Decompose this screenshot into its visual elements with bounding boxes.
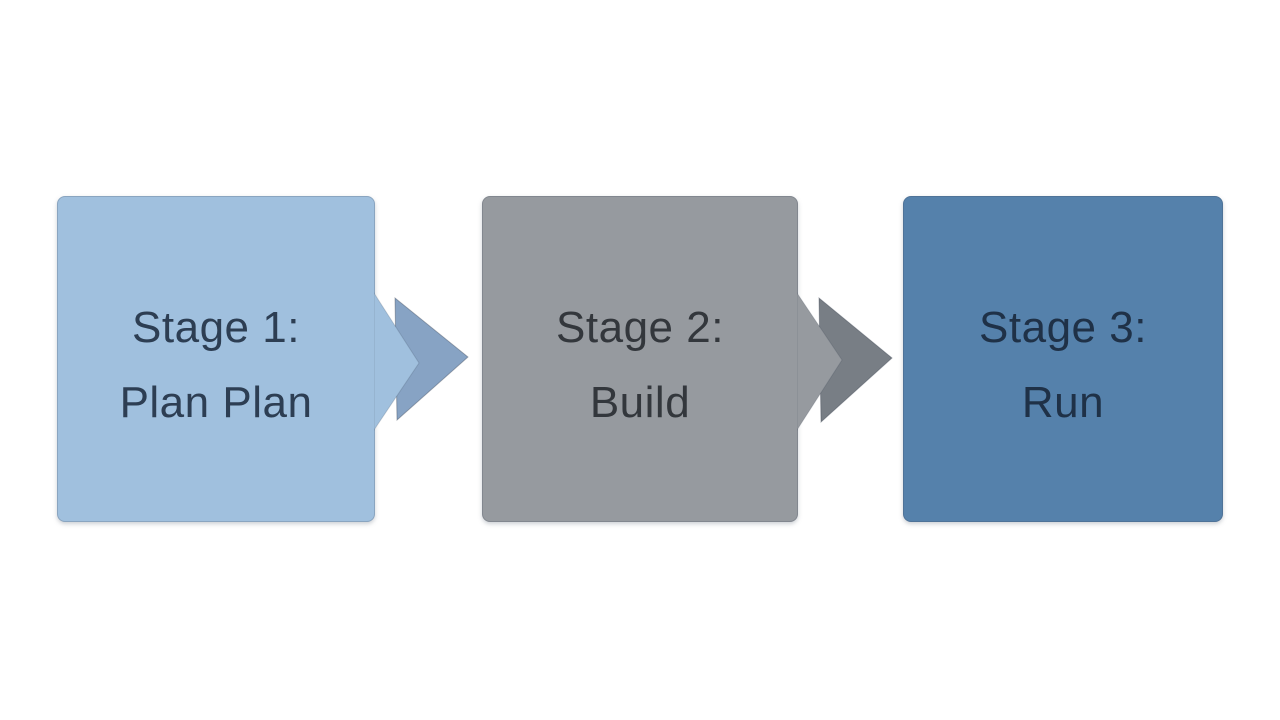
stage-3-label: Stage 3: Run: [979, 290, 1147, 440]
stage-1-name: Plan Plan: [119, 378, 313, 427]
stage-1-label: Stage 1: Plan Plan: [120, 290, 313, 440]
stage-3-name: Run: [1021, 378, 1105, 427]
stage-3-title: Stage 3:: [979, 303, 1147, 352]
stage-2-box: Stage 2: Build: [482, 196, 798, 522]
connector-1: [374, 292, 469, 431]
arrow-right-1-pointer: [374, 292, 420, 431]
connector-2: [797, 292, 893, 431]
stage-3-box: Stage 3: Run: [903, 196, 1223, 522]
stage-1-box: Stage 1: Plan Plan: [57, 196, 375, 522]
arrow-right-2-pointer: [797, 292, 843, 431]
stage-1-title: Stage 1:: [132, 303, 300, 352]
stage-2-name: Build: [589, 378, 691, 427]
stage-2-title: Stage 2:: [556, 303, 724, 352]
stage-2-label: Stage 2: Build: [556, 290, 724, 440]
